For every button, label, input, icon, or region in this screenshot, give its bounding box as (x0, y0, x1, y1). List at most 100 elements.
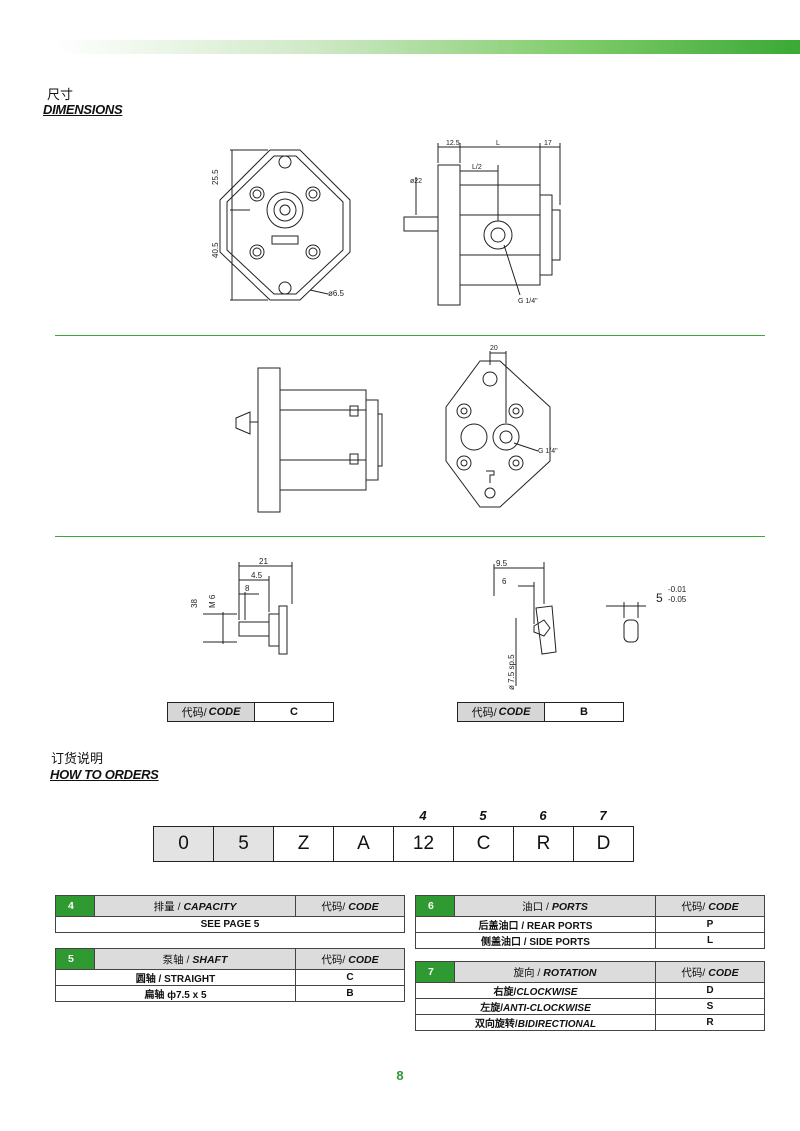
table-row: 双向旋转/BIDIRECTIONAL R (415, 1014, 765, 1031)
row-desc-cn: 后盖油口 / (478, 921, 525, 932)
row-desc-en: REAR PORTS (526, 921, 593, 932)
order-code-row: 0 5 Z A 12 C R D (153, 826, 634, 862)
table-number: 4 (55, 895, 95, 917)
tol-upper: -0.01 (668, 585, 687, 594)
position-number: 7 (599, 808, 607, 823)
ports-table: 6 油口 / PORTS 代码/ CODE 后盖油口 / REAR PORTS … (415, 895, 765, 949)
code-box-shaft-b: 代码/CODE B (457, 702, 624, 722)
table-number: 6 (415, 895, 455, 917)
shaft-table: 5 泵轴 / SHAFT 代码/ CODE 圆轴 / STRAIGHT C 扁轴… (55, 948, 405, 1002)
dim-20: 20 (490, 345, 498, 352)
code-header-en: CODE (708, 900, 739, 913)
row-code: P (655, 916, 765, 933)
dim-9-5: 9.5 (496, 559, 508, 568)
order-title-cn: 订货说明 (51, 751, 104, 766)
row-desc-cn: 左旋/ (480, 1003, 503, 1014)
order-code-cell: 12 (394, 827, 454, 861)
capacity-table: 4 排量 / CAPACITY 代码/ CODE SEE PAGE 5 (55, 895, 405, 933)
dim-38: 38 (190, 599, 199, 608)
pump-front-view-drawing: 25.5 40.5 ø6.5 (211, 149, 351, 301)
pump-side-view-rear-drawing (235, 367, 383, 513)
dim-6: 6 (502, 577, 507, 586)
position-number: 5 (479, 808, 487, 823)
table-row: 圆轴 / STRAIGHT C (55, 969, 405, 986)
row-desc-en: SIDE PORTS (529, 937, 590, 948)
shaft-straight-drawing: 21 4.5 8 38 M 6 (190, 557, 293, 655)
code-label-cn: 代码/ (181, 707, 207, 719)
row-code: C (295, 969, 405, 986)
table-row: 扁轴 ф7.5 x 5 B (55, 985, 405, 1002)
order-code-cell: D (596, 833, 611, 854)
row-code: S (655, 998, 765, 1015)
dim-21: 21 (259, 557, 268, 566)
table-number: 7 (415, 961, 455, 983)
row-desc-en: CLOCKWISE (516, 987, 578, 998)
table-row: 左旋/ANTI-CLOCKWISE S (415, 998, 765, 1015)
dim-12-5: 12.5 (446, 140, 460, 147)
dim-phi-22: ø22 (410, 178, 422, 185)
row-desc-cn: 右旋/ (493, 987, 517, 998)
table-header-en: SHAFT (192, 953, 228, 966)
code-value-c: C (290, 706, 298, 718)
table-header-en: PORTS (551, 900, 588, 913)
flat-shaft-section-drawing: 5 -0.01 -0.05 (606, 585, 687, 643)
row-desc-cn: 扁轴 ф7.5 x 5 (144, 990, 207, 1001)
table-header-cn: 排量 / (153, 900, 181, 913)
header-gradient-bar (55, 40, 800, 54)
order-code-cell: R (514, 827, 574, 861)
order-code-cell: Z (274, 827, 334, 861)
order-code-cell: C (454, 827, 514, 861)
position-number: 4 (419, 808, 427, 823)
order-code-cell: 0 (154, 827, 214, 861)
code-header-cn: 代码/ (681, 900, 706, 913)
table-row: 右旋/CLOCKWISE D (415, 982, 765, 999)
dim-g14-port-rear: G 1/4" (538, 448, 558, 455)
dimensions-title-en: DIMENSIONS (43, 102, 123, 117)
shaft-flat-drawing: 9.5 6 ø 7.5 sp.5 (493, 559, 557, 690)
pump-side-view-drawing: 12.5 L 17 L/2 ø22 G 1/4" (403, 140, 561, 306)
code-header-en: CODE (708, 966, 739, 979)
row-code: D (655, 982, 765, 999)
code-box-shaft-c: 代码/CODE C (167, 702, 334, 722)
position-number-row: 4 5 6 7 (153, 808, 633, 824)
pump-rear-port-view-drawing: 20 G 1/4" (445, 345, 558, 508)
dim-phi-6-5: ø6.5 (328, 289, 345, 298)
code-header-en: CODE (348, 953, 379, 966)
order-code-cell: 5 (214, 827, 274, 861)
dim-phi-7-5: ø 7.5 sp.5 (507, 654, 516, 690)
tol-lower: -0.05 (668, 595, 687, 604)
row-code: L (655, 932, 765, 949)
code-header-cn: 代码/ (321, 900, 346, 913)
table-number: 5 (55, 948, 95, 970)
table-header-en: ROTATION (543, 966, 597, 979)
dim-5: 5 (656, 591, 663, 605)
table-row: 侧盖油口 / SIDE PORTS L (415, 932, 765, 949)
order-title-en: HOW TO ORDERS (50, 767, 159, 782)
table-header-cn: 旋向 / (513, 966, 541, 979)
row-desc-en: BIDIRECTIONAL (517, 1019, 597, 1030)
code-label-en: CODE (208, 706, 241, 718)
row-desc-cn: 双向旋转/ (474, 1019, 518, 1030)
code-label-en: CODE (498, 706, 531, 718)
table-row: SEE PAGE 5 (55, 916, 405, 933)
code-label-cn: 代码/ (471, 707, 497, 719)
dimensions-title-cn: 尺寸 (47, 87, 74, 102)
row-code: B (295, 985, 405, 1002)
page-number: 8 (396, 1068, 404, 1083)
table-header-cn: 油口 / (522, 900, 549, 913)
code-header-cn: 代码/ (681, 966, 706, 979)
dim-25-5: 25.5 (211, 169, 220, 185)
table-header-en: CAPACITY (183, 900, 237, 913)
table-row: 后盖油口 / REAR PORTS P (415, 916, 765, 933)
dim-L-half: L/2 (472, 164, 482, 171)
section-divider-2 (55, 536, 765, 537)
rotation-table: 7 旋向 / ROTATION 代码/ CODE 右旋/CLOCKWISE D … (415, 961, 765, 1031)
order-code-cell: A (334, 827, 394, 861)
section-divider-1 (55, 335, 765, 336)
row-desc-cn: 圆轴 / (135, 974, 162, 985)
row-desc-cn: 侧盖油口 / (481, 937, 527, 948)
see-page-text: SEE PAGE 5 (55, 916, 405, 933)
code-value-b: B (580, 706, 588, 718)
dim-g14-port: G 1/4" (518, 298, 538, 305)
row-desc-en: ANTI-CLOCKWISE (503, 1003, 591, 1014)
